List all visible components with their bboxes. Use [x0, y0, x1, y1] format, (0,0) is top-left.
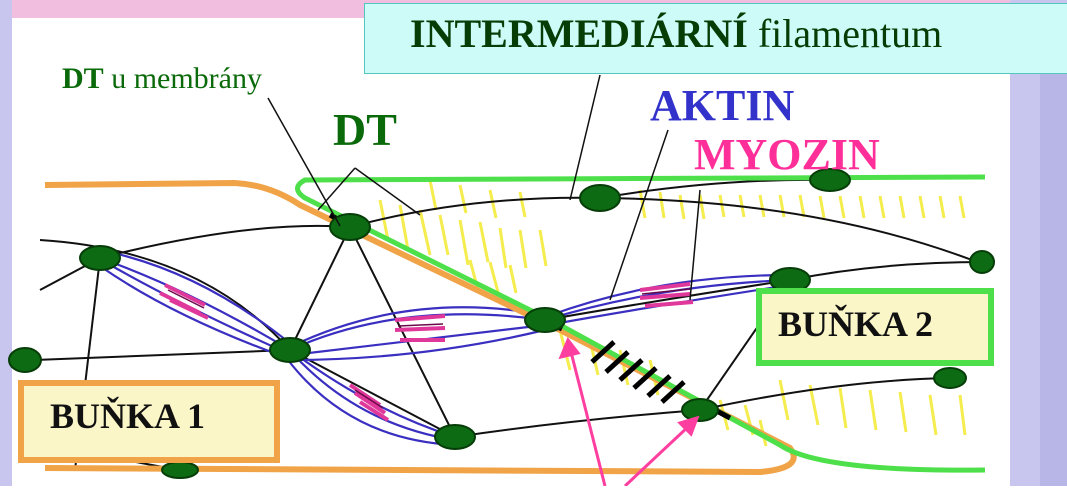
dt-membrane-rest: u membrány: [103, 62, 262, 95]
intermediate-filament-title: INTERMEDIÁRNÍ filamentum: [410, 14, 942, 54]
title-rest: filamentum: [747, 11, 943, 56]
arrow-head: [677, 415, 700, 437]
filament-line: [599, 197, 986, 266]
dense-body: [79, 245, 121, 271]
cell2-label: BUŇKA 2: [778, 304, 934, 344]
actin-label: AKTIN: [650, 81, 795, 130]
right-side-panel-inner: [1040, 70, 1067, 486]
dense-body: [434, 424, 476, 450]
left-edge-panel: [0, 0, 12, 486]
filament-line: [34, 349, 291, 361]
cell2-membrane: [295, 174, 986, 473]
gap-junction-arrows: [558, 337, 700, 488]
filament-line: [454, 409, 701, 438]
filament-line: [99, 224, 351, 259]
cell1-membrane: [44, 179, 797, 476]
cell1-label-box: [18, 380, 280, 463]
arrow-line: [623, 423, 692, 488]
dense-body: [161, 461, 199, 479]
myosin-filaments: [159, 282, 694, 422]
title-bold: INTERMEDIÁRNÍ: [410, 11, 748, 56]
dt-membrane-label: DT u membrány: [62, 64, 262, 94]
intermediate-filaments: [34, 178, 986, 471]
dt-label: DT: [333, 104, 397, 155]
filament-line: [789, 261, 986, 281]
cell2-label-box: [756, 288, 994, 366]
dense-body: [969, 250, 995, 274]
dense-body: [809, 168, 851, 192]
filament-line: [599, 178, 831, 199]
dense-body: [681, 398, 719, 422]
dense-body: [933, 367, 967, 389]
gap-junction: [590, 340, 686, 404]
cell1-label: BUŇKA 1: [50, 396, 206, 436]
title-box: [364, 3, 1067, 74]
arrow-line: [568, 347, 607, 487]
filament-line: [289, 226, 351, 351]
dt-membrane-bold: DT: [62, 62, 104, 95]
dense-body: [8, 347, 42, 373]
arrow-head: [558, 337, 581, 360]
filament-line: [544, 279, 791, 321]
myosin-label: MYOZIN: [694, 130, 880, 179]
filament-line: [349, 226, 456, 438]
myosin-filaments-core: [167, 288, 691, 409]
dense-bodies: [8, 168, 995, 479]
dense-body: [269, 337, 311, 363]
filament-line: [349, 196, 601, 228]
dense-body: [524, 307, 566, 333]
dense-body: [579, 184, 621, 212]
label-pointers: [267, 74, 701, 301]
filament-line: [699, 377, 951, 411]
dense-body: [329, 213, 371, 241]
filament-line: [289, 349, 456, 438]
